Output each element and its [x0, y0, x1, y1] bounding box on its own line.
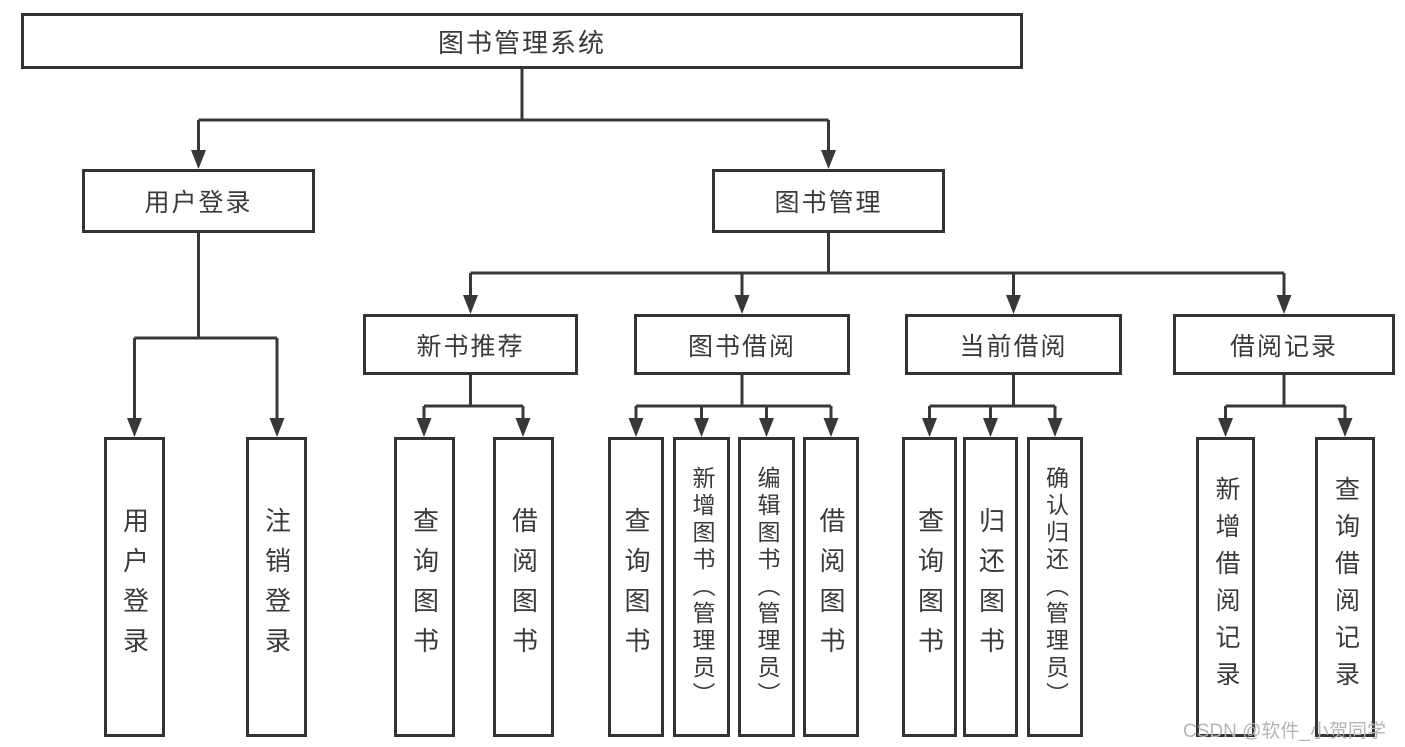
leaf-newbook-query-books: 查询图书: [394, 437, 455, 737]
leaf-label: 借阅图书: [508, 507, 539, 667]
arrow-down-icon: [463, 295, 478, 314]
leaf-label: 查询图书: [621, 507, 651, 667]
watermark: CSDN @软件_小贺同学: [1183, 721, 1386, 742]
arrow-down-icon: [1006, 295, 1021, 314]
node-label: 用户登录: [144, 189, 253, 217]
arrow-down-icon: [515, 418, 531, 437]
leaf-borrow-add-books-admin: 新增图书（管理员）: [673, 437, 730, 737]
leaf-current-query-books: 查询图书: [902, 437, 957, 737]
leaf-borrow-edit-books-admin: 编辑图书（管理员）: [738, 437, 795, 737]
leaf-borrow-borrow-books: 借阅图书: [803, 437, 859, 737]
leaf-label: 用户登录: [119, 507, 150, 667]
leaf-records-query-borrow-record: 查询借阅记录: [1315, 437, 1375, 737]
node-label: 借阅记录: [1229, 332, 1338, 361]
leaf-label: 查询图书: [409, 507, 440, 667]
leaf-label: 注销登录: [261, 507, 292, 667]
leaf-user-login: 用户登录: [104, 437, 165, 737]
node-label: 当前借阅: [959, 332, 1068, 361]
arrow-down-icon: [127, 418, 142, 437]
arrow-down-icon: [191, 150, 206, 169]
node-label: 新书推荐: [416, 332, 525, 361]
arrow-down-icon: [1337, 418, 1353, 437]
leaf-current-return-books: 归还图书: [963, 437, 1018, 737]
arrow-down-icon: [1047, 418, 1063, 437]
leaf-label: 新增图书（管理员）: [689, 465, 715, 709]
arrow-down-icon: [759, 418, 774, 437]
leaf-records-add-borrow-record: 新增借阅记录: [1196, 437, 1255, 737]
leaf-current-confirm-return-admin: 确认归还（管理员）: [1027, 437, 1083, 737]
arrow-down-icon: [628, 418, 644, 437]
arrow-down-icon: [416, 418, 432, 437]
arrow-down-icon: [1218, 418, 1233, 437]
leaf-label: 新增借阅记录: [1212, 476, 1240, 698]
leaf-logout-login: 注销登录: [246, 437, 307, 737]
leaf-newbook-borrow-books: 借阅图书: [493, 437, 554, 737]
node-new-book-recommend: 新书推荐: [363, 314, 578, 375]
arrow-down-icon: [983, 418, 998, 437]
leaf-label: 查询图书: [914, 507, 945, 667]
node-label: 图书借阅: [687, 332, 796, 361]
arrow-down-icon: [1276, 295, 1292, 314]
node-label: 图书管理系统: [437, 27, 606, 58]
node-current-borrow: 当前借阅: [905, 314, 1122, 375]
leaf-borrow-query-books: 查询图书: [608, 437, 664, 737]
leaf-label: 确认归还（管理员）: [1042, 465, 1069, 709]
arrow-down-icon: [694, 418, 709, 437]
node-borrow-records: 借阅记录: [1173, 314, 1395, 375]
node-book-management: 图书管理: [712, 169, 945, 233]
leaf-label: 查询借阅记录: [1331, 476, 1360, 698]
arrow-down-icon: [821, 150, 836, 169]
leaf-label: 借阅图书: [816, 507, 846, 667]
arrow-down-icon: [922, 418, 937, 437]
node-label: 图书管理: [774, 189, 883, 217]
arrow-down-icon: [269, 418, 285, 437]
node-book-borrow: 图书借阅: [634, 314, 850, 375]
node-user-login: 用户登录: [82, 169, 315, 233]
leaf-label: 归还图书: [975, 507, 1006, 667]
arrow-down-icon: [734, 295, 750, 314]
node-library-system: 图书管理系统: [21, 13, 1023, 69]
arrow-down-icon: [823, 418, 839, 437]
leaf-label: 编辑图书（管理员）: [754, 465, 780, 709]
